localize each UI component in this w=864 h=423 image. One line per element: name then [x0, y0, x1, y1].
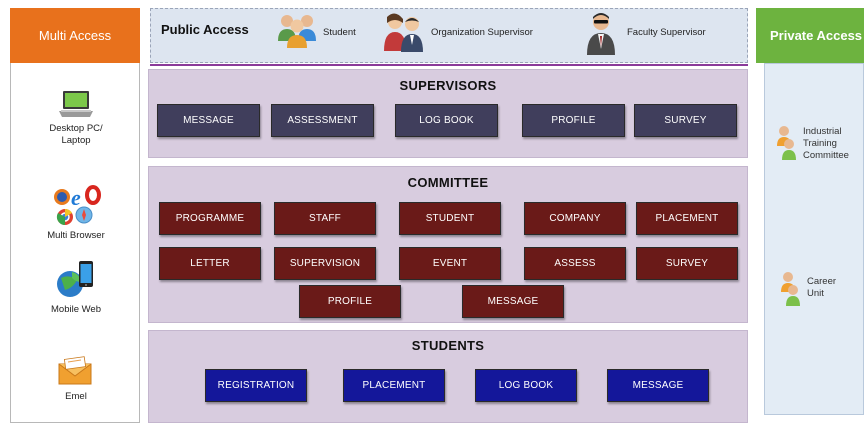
mobile-icon	[57, 261, 93, 297]
committee-assess-button[interactable]: ASSESS	[524, 247, 626, 280]
committee-company-button[interactable]: COMPANY	[524, 202, 626, 235]
committee-letter-button[interactable]: LETTER	[159, 247, 261, 280]
committee-survey-button[interactable]: SURVEY	[636, 247, 738, 280]
student-logbook-button[interactable]: LOG BOOK	[475, 369, 577, 402]
committee-staff-button[interactable]: STAFF	[274, 202, 376, 235]
supervisor-profile-button[interactable]: PROFILE	[522, 104, 625, 137]
committee-profile-button[interactable]: PROFILE	[299, 285, 401, 318]
career-users-icon	[781, 272, 800, 306]
student-placement-button[interactable]: PLACEMENT	[343, 369, 445, 402]
role-label-student: Student	[323, 27, 356, 38]
device-label-browser: Multi Browser	[47, 230, 105, 241]
private-item-committee: Industrial Training Committee	[803, 126, 849, 161]
committee-title: COMMITTEE	[407, 175, 489, 190]
role-label-organization-supervisor: Organization Supervisor	[431, 27, 533, 38]
private-access-header: Private Access	[756, 8, 864, 63]
multi-access-panel: Desktop PC/ Laptop e Multi Browser Mobil…	[10, 63, 140, 423]
organization-supervisor-icon	[384, 13, 423, 52]
supervisor-message-button[interactable]: MESSAGE	[157, 104, 260, 137]
supervisor-assessment-button[interactable]: ASSESSMENT	[271, 104, 374, 137]
private-access-title: Private Access	[770, 28, 863, 43]
committee-event-button[interactable]: EVENT	[399, 247, 501, 280]
public-access-bar: Public Access Student Organization Super…	[150, 8, 748, 63]
supervisors-title: SUPERVISORS	[399, 78, 497, 93]
multi-access-header: Multi Access	[10, 8, 140, 63]
multi-access-title: Multi Access	[38, 28, 112, 43]
supervisor-logbook-button[interactable]: LOG BOOK	[395, 104, 498, 137]
committee-section: COMMITTEE PROGRAMME STAFF STUDENT COMPAN…	[148, 166, 748, 323]
students-title: STUDENTS	[411, 338, 485, 353]
private-access-panel: Industrial Training Committee Career Uni…	[764, 63, 864, 415]
committee-programme-button[interactable]: PROGRAMME	[159, 202, 261, 235]
student-registration-button[interactable]: REGISTRATION	[205, 369, 307, 402]
students-section: STUDENTS REGISTRATION PLACEMENT LOG BOOK…	[148, 330, 748, 423]
device-label-email: Emel	[65, 391, 87, 402]
device-label-desktop: Desktop PC/ Laptop	[49, 123, 103, 146]
committee-student-button[interactable]: STUDENT	[399, 202, 501, 235]
svg-text:e: e	[71, 185, 81, 210]
device-label-mobile: Mobile Web	[51, 304, 101, 315]
laptop-icon	[59, 91, 93, 117]
committee-placement-button[interactable]: PLACEMENT	[636, 202, 738, 235]
browsers-icon: e	[54, 185, 101, 226]
committee-supervision-button[interactable]: SUPERVISION	[274, 247, 376, 280]
private-item-career-unit: Career Unit	[807, 276, 837, 299]
supervisor-survey-button[interactable]: SURVEY	[634, 104, 737, 137]
student-message-button[interactable]: MESSAGE	[607, 369, 709, 402]
committee-users-icon	[777, 126, 796, 160]
email-icon	[58, 356, 92, 385]
students-icon	[278, 15, 316, 48]
divider-line	[150, 64, 748, 66]
public-access-title: Public Access	[161, 22, 249, 37]
supervisors-section: SUPERVISORS MESSAGE ASSESSMENT LOG BOOK …	[148, 69, 748, 158]
committee-message-button[interactable]: MESSAGE	[462, 285, 564, 318]
faculty-supervisor-icon	[587, 13, 615, 55]
role-label-faculty-supervisor: Faculty Supervisor	[627, 27, 706, 38]
